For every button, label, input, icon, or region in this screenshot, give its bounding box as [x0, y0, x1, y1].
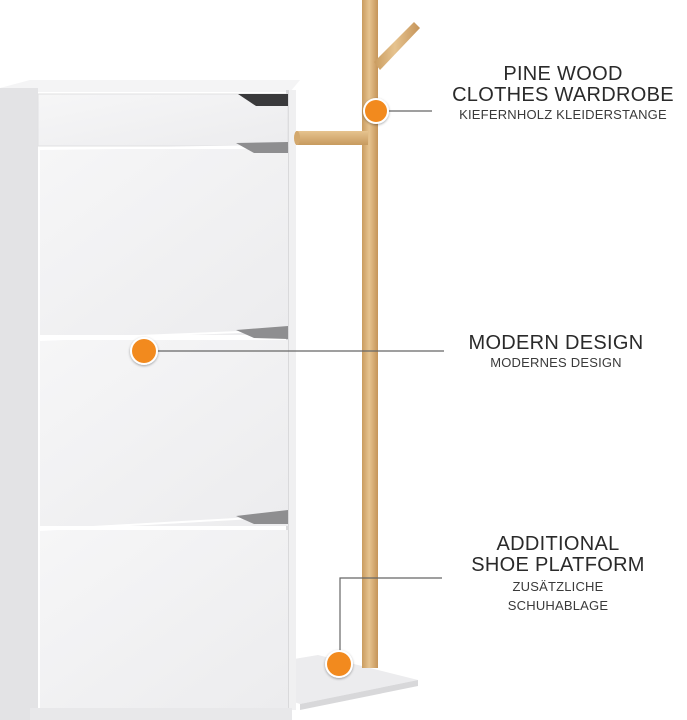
callout-pine-wood-subtitle: KIEFERNHOLZ KLEIDERSTANGE	[459, 107, 667, 122]
callout-shoe-platform-subtitle-line2: SCHUHABLAGE	[507, 598, 609, 614]
wooden-clothes-stand	[294, 0, 420, 668]
callout-shoe-platform-title-line2: SHOE PLATFORM	[471, 554, 645, 576]
leader-line-shoe-platform	[339, 577, 442, 664]
callout-modern-design: MODERN DESIGN MODERNES DESIGN	[446, 333, 666, 370]
shoe-cabinet	[0, 80, 300, 720]
callout-markers	[130, 98, 389, 678]
callout-shoe-platform-title-line1: ADDITIONAL	[496, 533, 620, 555]
callout-pine-wood-title-line2: CLOTHES WARDROBE	[452, 84, 674, 106]
shoe-platform	[288, 655, 418, 710]
callout-pine-wood: PINE WOOD CLOTHES WARDROBE KIEFERNHOLZ K…	[440, 64, 686, 122]
callout-modern-design-title: MODERN DESIGN	[468, 332, 644, 354]
callout-shoe-platform: ADDITIONAL SHOE PLATFORM ZUSÄTZLICHE SCH…	[448, 534, 668, 615]
callout-modern-design-subtitle: MODERNES DESIGN	[490, 355, 622, 370]
callout-pine-wood-title-line1: PINE WOOD	[503, 63, 623, 85]
callout-shoe-platform-subtitle-line1: ZUSÄTZLICHE	[512, 579, 604, 594]
